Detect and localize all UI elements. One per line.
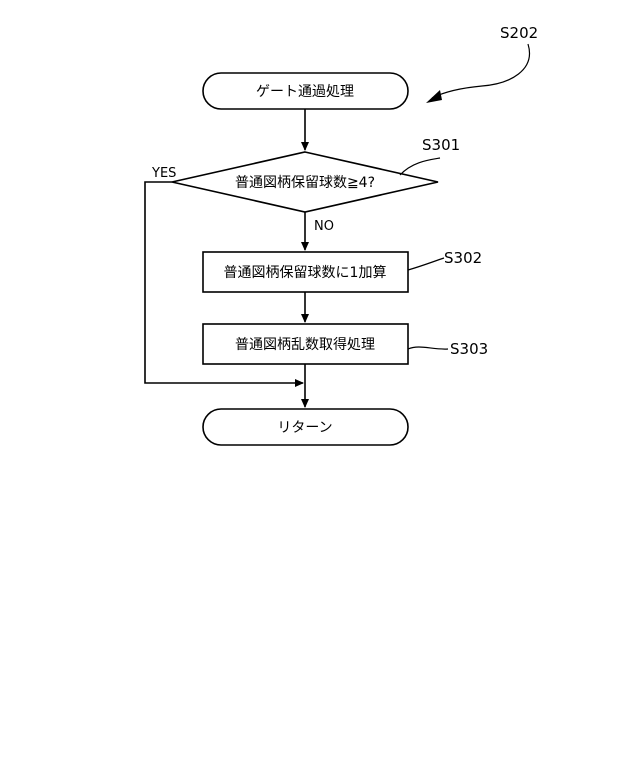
yes-branch-label: YES [151, 166, 176, 181]
figure-ref-label: S202 [500, 24, 538, 42]
process-2-label: 普通図柄乱数取得処理 [235, 336, 375, 353]
decision-step-label: S301 [422, 136, 460, 154]
decision-step-leader [400, 158, 440, 175]
decision-label: 普通図柄保留球数≧4? [235, 175, 375, 191]
process-2-step-leader [408, 347, 448, 349]
process-1-label: 普通図柄保留球数に1加算 [224, 265, 387, 281]
figure-ref-leader [432, 44, 529, 98]
end-terminal-label: リターン [277, 420, 332, 436]
start-terminal-label: ゲート通過処理 [256, 84, 354, 100]
figure-ref-arrowhead [426, 90, 442, 103]
no-branch-label: NO [314, 219, 334, 234]
process-2-step-label: S303 [450, 340, 488, 358]
process-1-step-leader [408, 258, 444, 270]
process-1-step-label: S302 [444, 249, 482, 267]
